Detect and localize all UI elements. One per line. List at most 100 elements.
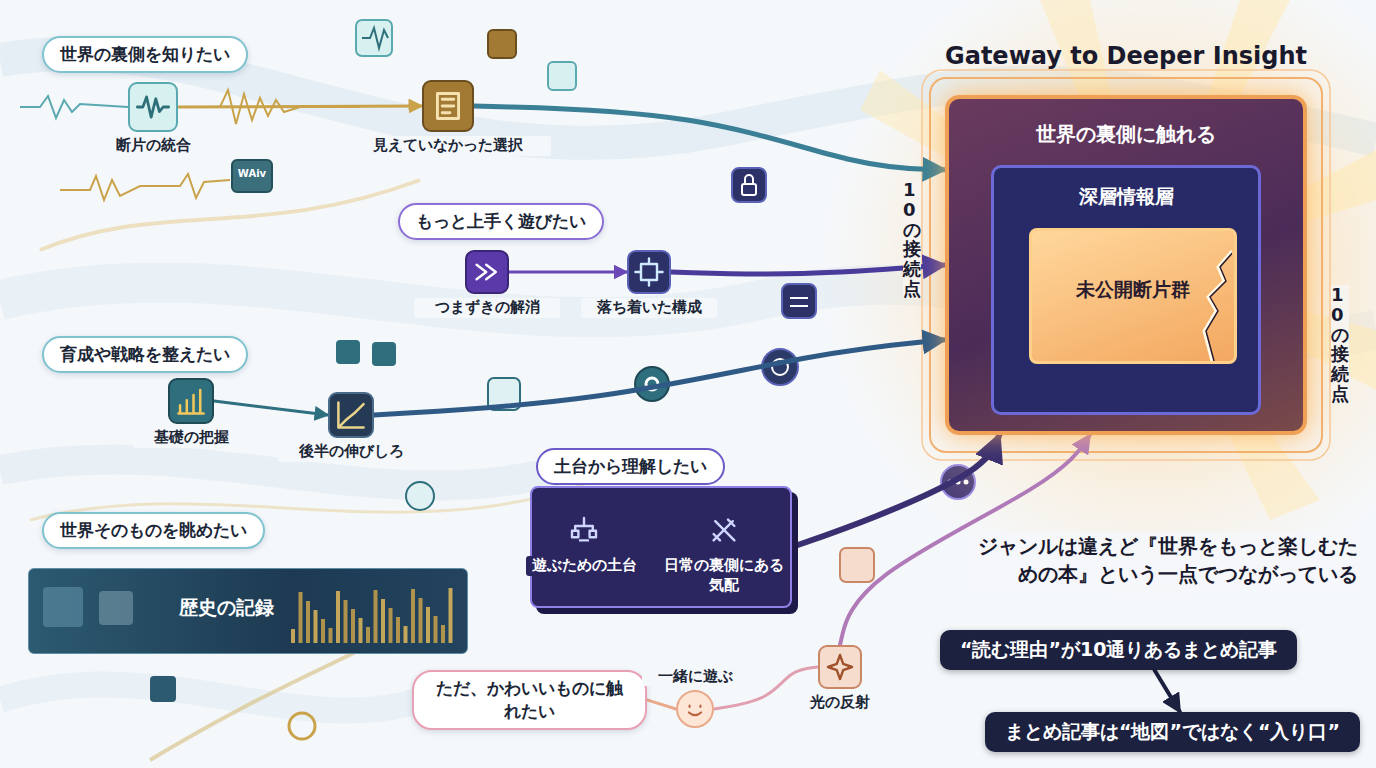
icon-node: 一緒に遊ぶ [676, 690, 714, 728]
glyph-stroke [689, 706, 701, 716]
band-node: 歴史の記録 [28, 568, 468, 654]
icon-glyph [629, 252, 669, 292]
gateway-glow [820, 0, 1376, 600]
flow-connector [178, 106, 422, 107]
bar [434, 616, 438, 643]
icon-node: 見えていなかった選択 [422, 80, 474, 132]
glyph-stroke [437, 94, 458, 119]
bar [411, 589, 415, 643]
icon-label: 光の反射 [792, 693, 888, 713]
icon-label: 見えていなかった選択 [345, 136, 551, 156]
box-node: 土台から理解したい遊ぶための土台日常の裏側にある気配 [530, 486, 792, 608]
bar [396, 617, 400, 643]
flow-connector [1154, 670, 1180, 712]
bar [426, 607, 430, 643]
bar [389, 608, 393, 643]
vertical-label: 10の接続点 [903, 180, 921, 299]
diagram-title: Gateway to Deeper Insight [945, 42, 1307, 70]
crack-line [1204, 251, 1232, 361]
map-thumb [99, 591, 133, 625]
flow-connector [647, 700, 676, 709]
flow-connector [214, 401, 328, 415]
bar [351, 609, 355, 643]
glyph-stroke [828, 655, 852, 679]
icon-glyph [170, 380, 212, 422]
icon-label: 日常の裏側にある気配 [661, 556, 787, 595]
icon-node: 後半の伸びしろ [328, 392, 374, 438]
darkpill-node: まとめ記事は“地図”ではなく“入り口” [985, 712, 1360, 752]
node-text: 歴史の記録 [179, 595, 467, 621]
node-text: まとめ記事は“地図”ではなく“入り口” [1005, 719, 1340, 745]
flow-connector [374, 340, 945, 415]
bar [404, 626, 408, 643]
icon-label: 断片の統合 [95, 136, 211, 156]
node-text: 深層情報層 [994, 184, 1258, 210]
icon-node: 遊ぶための土台 [562, 508, 606, 552]
flow-connector [792, 435, 999, 547]
bar [306, 601, 310, 643]
flow-connector [509, 271, 627, 274]
pill-node: もっと上手く遊びたい [398, 203, 604, 240]
icon-label: 落ち着いた構成 [581, 298, 717, 318]
note-text: ジャンルは違えど『世界をもっと楽しむための本』という一点でつながっている [968, 532, 1358, 588]
bar [441, 625, 445, 643]
deep-node: 深層情報層未公開断片群 [991, 165, 1261, 415]
glyph-stroke [137, 97, 168, 117]
background-flows [0, 54, 1376, 760]
vertical-label: 10の接続点 [1331, 285, 1349, 404]
icon-label: 基礎の把握 [133, 428, 249, 448]
map-thumb [43, 587, 83, 627]
node-text: 世界そのものを眺めたい [60, 519, 247, 542]
pill-node: ただ、かわいいものに触れたい [412, 670, 647, 730]
icon-label: つまずきの解消 [414, 298, 560, 318]
glyph-stroke [635, 258, 662, 285]
node-text: “読む理由”が10通りあるまとめ記事 [960, 637, 1277, 663]
icon-label: 後半の伸びしろ [278, 442, 424, 462]
icon-glyph [467, 252, 507, 292]
bar [419, 598, 423, 643]
bar [291, 629, 295, 643]
icon-node: つまずきの解消 [465, 250, 509, 294]
node-text: 未公開断片群 [1032, 277, 1234, 303]
icon-glyph [330, 394, 372, 436]
core-node: 未公開断片群 [1029, 228, 1237, 364]
icon-glyph [820, 647, 860, 687]
bar [344, 600, 348, 643]
glyph-stroke [338, 402, 363, 427]
bar [366, 627, 370, 643]
gateway-frame [922, 70, 1330, 460]
icon-node: 断片の統合 [128, 82, 178, 132]
icon-label: 遊ぶための土台 [526, 556, 642, 576]
icon-node: 基礎の把握 [168, 378, 214, 424]
icon-node: 日常の裏側にある気配 [702, 508, 746, 552]
icon-glyph [130, 84, 176, 130]
node-text: 世界の裏側を知りたい [60, 43, 230, 66]
node-text: 土台から理解したい [536, 448, 725, 485]
glyph-stroke [714, 520, 735, 541]
icon-label: 一緒に遊ぶ [642, 667, 748, 687]
bar [321, 619, 325, 643]
glyph-stroke [572, 518, 596, 540]
darkpill-node: “読む理由”が10通りあるまとめ記事 [940, 630, 1297, 670]
bar [299, 592, 303, 643]
node-text: 育成や戦略を整えたい [60, 343, 230, 366]
gate-node: 世界の裏側に触れる深層情報層未公開断片群 [945, 95, 1307, 435]
icon-glyph [564, 510, 604, 550]
bar [336, 591, 340, 643]
icon-node: 落ち着いた構成 [627, 250, 671, 294]
icon-node: 光の反射 [818, 645, 862, 689]
node-text: 世界の裏側に触れる [949, 121, 1303, 148]
bar [329, 628, 333, 643]
node-text: ただ、かわいいものに触れたい [430, 677, 629, 723]
bar [314, 610, 318, 643]
crack-line [1206, 251, 1232, 361]
icon-text: WAiv [232, 168, 272, 179]
pill-node: 世界そのものを眺めたい [42, 512, 265, 549]
pill-node: 世界の裏側を知りたい [42, 36, 248, 73]
node-text: もっと上手く遊びたい [416, 210, 586, 233]
icon-glyph [424, 82, 472, 130]
glyph-stroke [178, 390, 203, 414]
bar [449, 588, 453, 643]
bar [381, 599, 385, 643]
